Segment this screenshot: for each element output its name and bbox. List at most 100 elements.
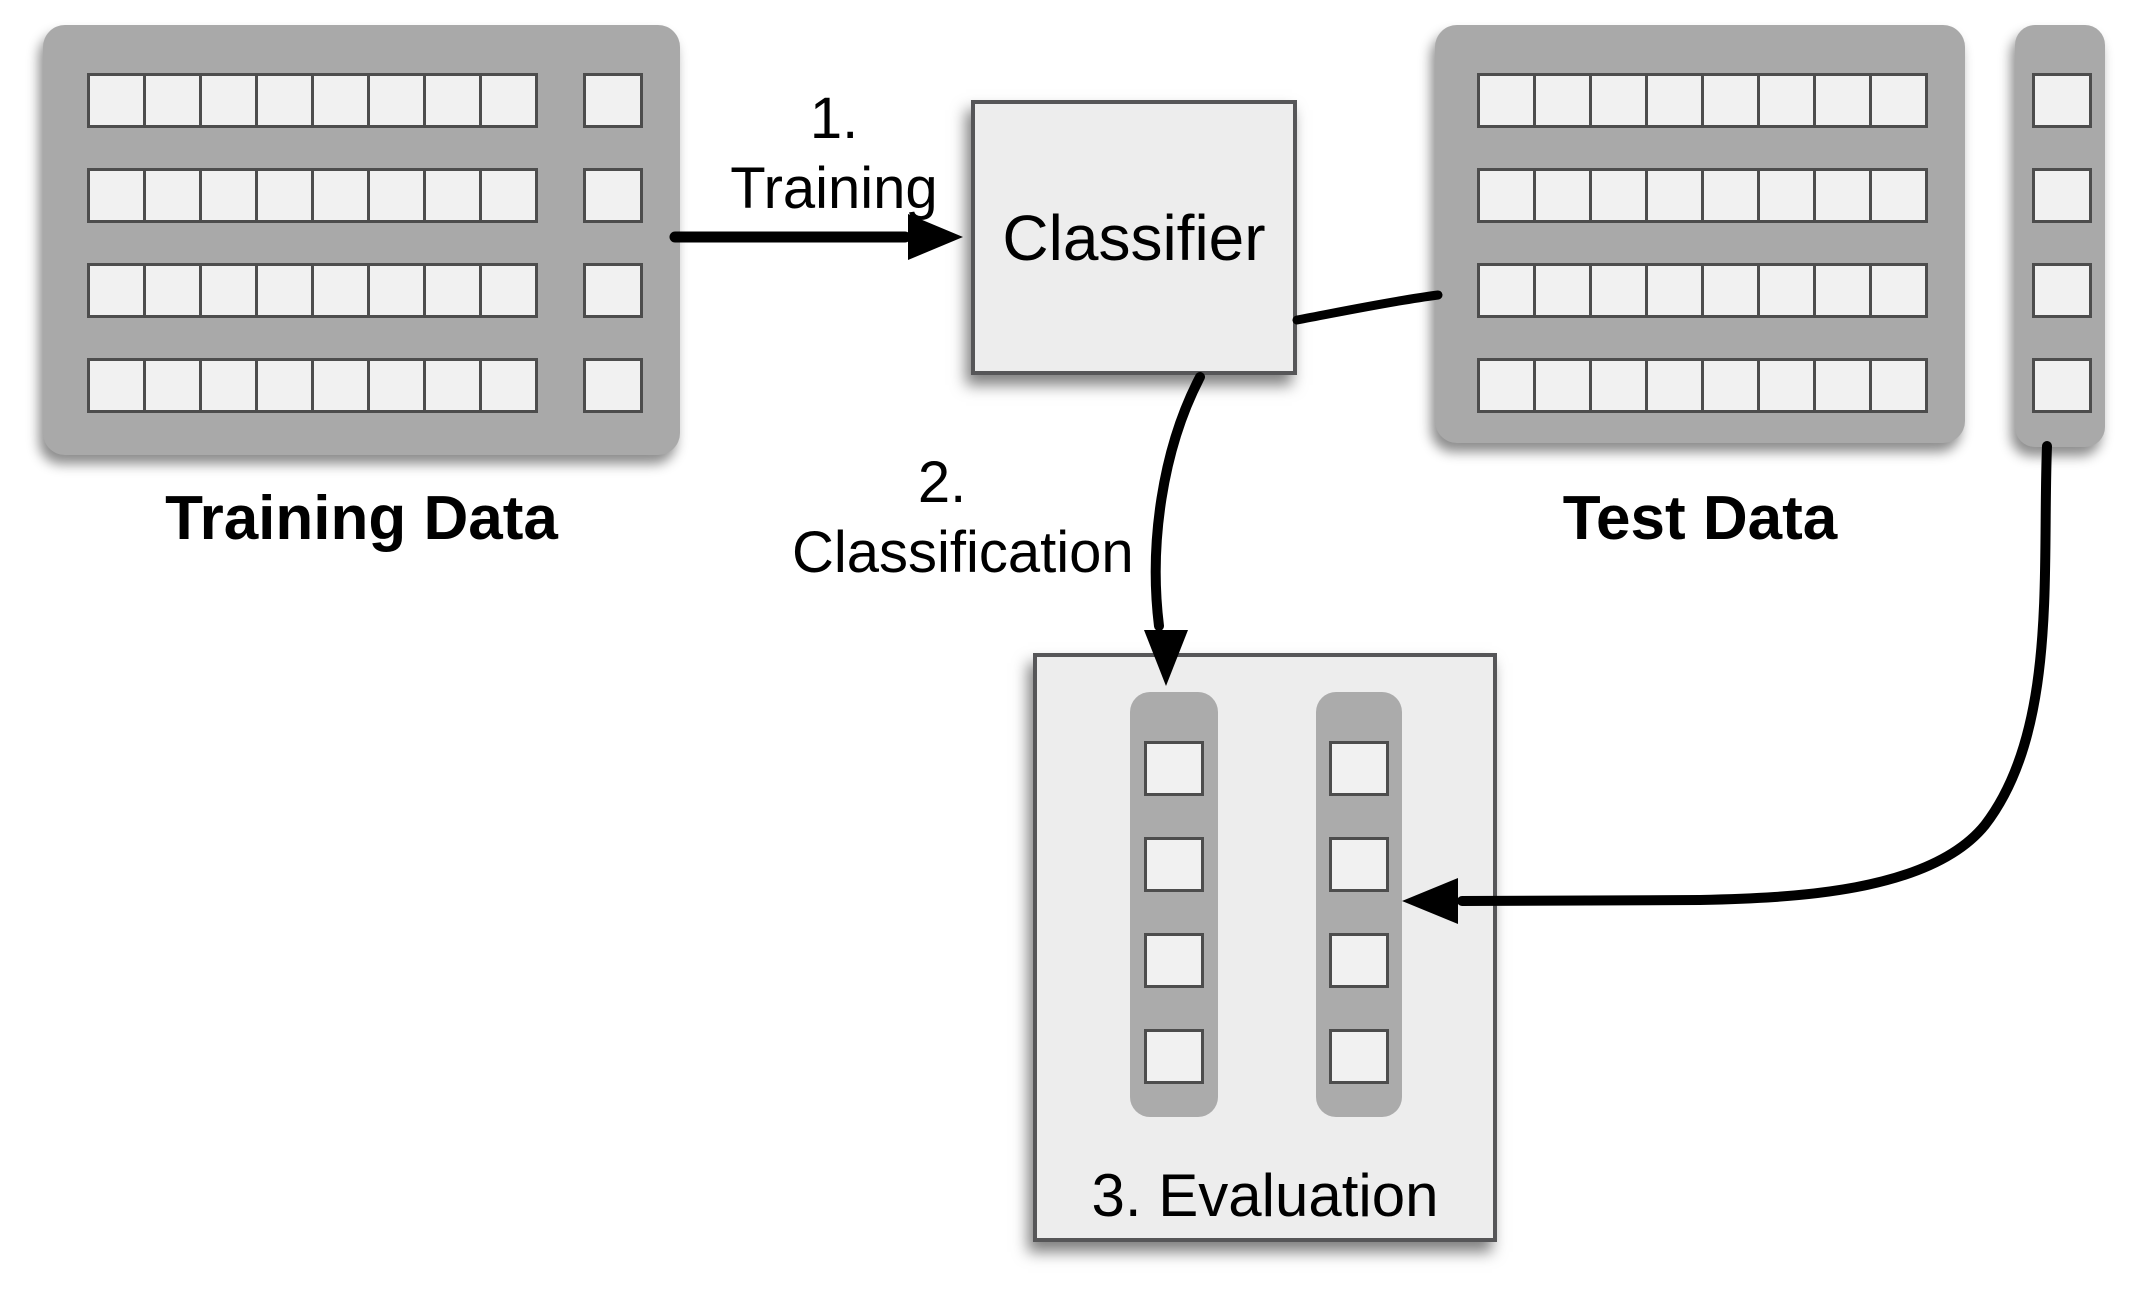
classifier-label: Classifier xyxy=(1002,201,1266,274)
data-cell xyxy=(255,168,314,223)
data-row xyxy=(2032,73,2092,128)
data-row xyxy=(2032,168,2092,223)
data-cell xyxy=(1589,73,1648,128)
data-cell xyxy=(479,358,538,413)
true-labels-grid xyxy=(1329,741,1389,1125)
data-cell xyxy=(423,263,482,318)
data-row xyxy=(1144,837,1204,892)
data-cell xyxy=(1813,263,1872,318)
data-cell xyxy=(143,73,202,128)
data-cell xyxy=(143,168,202,223)
step1-training-label: 1. Training xyxy=(684,84,984,224)
data-cell xyxy=(1701,73,1760,128)
training-data-caption: Training Data xyxy=(165,484,558,553)
test-data-label-column-grid xyxy=(2032,73,2092,453)
data-cell xyxy=(1329,837,1389,892)
data-cell xyxy=(1813,168,1872,223)
data-cell xyxy=(1477,263,1536,318)
data-cell xyxy=(1533,358,1592,413)
data-cell xyxy=(2032,263,2092,318)
data-row xyxy=(583,358,643,413)
test-data-feature-grid xyxy=(1477,73,1928,453)
data-cell xyxy=(479,168,538,223)
data-row xyxy=(1477,168,1928,223)
data-row xyxy=(1477,73,1928,128)
data-cell xyxy=(2032,73,2092,128)
data-cell xyxy=(1144,741,1204,796)
data-row xyxy=(1144,1029,1204,1084)
data-cell xyxy=(1477,73,1536,128)
data-row xyxy=(2032,263,2092,318)
data-cell xyxy=(199,73,258,128)
data-cell xyxy=(87,168,146,223)
data-cell xyxy=(1701,168,1760,223)
predicted-labels-grid xyxy=(1144,741,1204,1125)
data-cell xyxy=(1589,168,1648,223)
data-cell xyxy=(255,263,314,318)
data-cell xyxy=(1589,263,1648,318)
data-cell xyxy=(1701,358,1760,413)
data-cell xyxy=(1869,358,1928,413)
training-data-block xyxy=(43,25,680,455)
data-cell xyxy=(1144,1029,1204,1084)
classifier-box: Classifier xyxy=(971,100,1297,375)
data-cell xyxy=(1533,73,1592,128)
data-cell xyxy=(1589,358,1648,413)
data-cell xyxy=(1329,933,1389,988)
data-cell xyxy=(311,358,370,413)
data-cell xyxy=(1645,73,1704,128)
data-cell xyxy=(1477,168,1536,223)
data-cell xyxy=(1533,263,1592,318)
data-cell xyxy=(367,358,426,413)
data-cell xyxy=(423,358,482,413)
data-cell xyxy=(1869,73,1928,128)
evaluation-box: 3. Evaluation xyxy=(1033,653,1497,1242)
step1-number: 1. xyxy=(809,86,859,151)
data-row xyxy=(87,263,538,318)
data-row xyxy=(1329,837,1389,892)
evaluation-caption: 3. Evaluation xyxy=(1091,1162,1439,1229)
data-cell xyxy=(2032,358,2092,413)
data-cell xyxy=(1701,263,1760,318)
data-cell xyxy=(143,358,202,413)
data-cell xyxy=(583,263,643,318)
data-row xyxy=(1144,933,1204,988)
data-cell xyxy=(199,263,258,318)
step2-number: 2. xyxy=(917,450,967,515)
data-cell xyxy=(1329,741,1389,796)
training-data-feature-grid xyxy=(87,73,538,453)
predicted-labels-column xyxy=(1130,692,1218,1117)
data-cell xyxy=(143,263,202,318)
test-data-caption: Test Data xyxy=(1562,484,1838,553)
data-cell xyxy=(1329,1029,1389,1084)
data-cell xyxy=(1757,263,1816,318)
data-cell xyxy=(1757,73,1816,128)
training-data-label-column xyxy=(583,73,643,453)
data-cell xyxy=(1869,263,1928,318)
data-cell xyxy=(1813,358,1872,413)
data-cell xyxy=(1533,168,1592,223)
data-cell xyxy=(583,168,643,223)
data-row xyxy=(87,73,538,128)
test-data-block xyxy=(1435,25,1965,443)
data-cell xyxy=(87,263,146,318)
data-row xyxy=(87,358,538,413)
data-cell xyxy=(479,73,538,128)
data-cell xyxy=(1645,168,1704,223)
data-cell xyxy=(479,263,538,318)
data-cell xyxy=(1477,358,1536,413)
data-cell xyxy=(1144,837,1204,892)
data-cell xyxy=(583,73,643,128)
step2-text: Classification xyxy=(792,520,1134,585)
data-cell xyxy=(1813,73,1872,128)
data-cell xyxy=(1645,358,1704,413)
data-cell xyxy=(1645,263,1704,318)
data-row xyxy=(1477,358,1928,413)
data-cell xyxy=(367,73,426,128)
data-row xyxy=(87,168,538,223)
test-data-label-column-block xyxy=(2015,25,2105,447)
data-cell xyxy=(87,358,146,413)
data-cell xyxy=(255,73,314,128)
data-cell xyxy=(423,168,482,223)
